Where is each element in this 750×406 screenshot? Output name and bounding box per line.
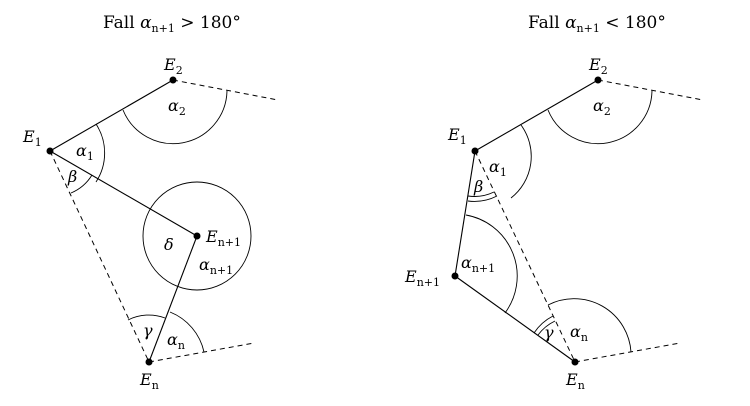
arc-alphan [547, 298, 632, 353]
right-title: Fall αn+1 < 180° [528, 13, 666, 35]
edge-e1-en1 [454, 150, 476, 277]
left-diagram: Fall αn+1 > 180° E1 E2 En+1 En α1 α2 β δ… [22, 13, 279, 392]
arc-beta-outer [467, 191, 495, 197]
label-en: En [139, 370, 159, 392]
arc-alphan [169, 311, 205, 353]
arc-beta-inner [467, 195, 498, 202]
label-en: En [565, 370, 585, 392]
arc-alpha2 [122, 90, 228, 145]
arc-gamma-inner [537, 320, 556, 336]
label-beta: β [67, 167, 77, 186]
arc-beta [70, 174, 93, 194]
extension-dashed-e2 [597, 79, 704, 101]
arc-gamma-outer [533, 315, 554, 334]
label-e1: E1 [447, 125, 467, 147]
label-alpha1: α1 [489, 157, 507, 179]
arc-alpha1 [510, 124, 532, 199]
label-e1: E1 [22, 127, 42, 149]
label-en1: En+1 [404, 267, 440, 289]
edge-e1-en1 [49, 150, 198, 237]
edge-en1-en [454, 275, 576, 363]
label-alphan: αn [570, 322, 588, 344]
label-alphan: αn [167, 330, 185, 352]
label-delta: δ [164, 235, 174, 254]
edge-e1-e2 [474, 79, 599, 152]
circle-delta-alphan1 [142, 181, 252, 291]
point-en1 [451, 272, 459, 280]
point-en [145, 358, 153, 366]
edge-en1-en [148, 235, 198, 363]
label-alpha2: α2 [168, 96, 186, 118]
label-alpha1: α1 [76, 141, 94, 163]
label-gamma: γ [544, 323, 554, 342]
point-e1 [46, 147, 54, 155]
point-e2 [169, 76, 177, 84]
diagonal-dashed-e1-en [474, 150, 576, 363]
label-beta: β [473, 177, 483, 196]
arc-alphan1 [465, 214, 518, 314]
right-diagram: Fall αn+1 < 180° E1 E2 En+1 En α1 α2 β α… [404, 13, 704, 392]
arc-alpha1 [95, 123, 106, 183]
label-alphan1: αn+1 [461, 253, 495, 275]
label-e2: E2 [588, 55, 608, 77]
edge-e1-e2 [49, 79, 174, 152]
label-alphan1: αn+1 [199, 255, 233, 277]
left-title: Fall αn+1 > 180° [103, 13, 241, 35]
arc-gamma [127, 314, 166, 321]
label-gamma: γ [143, 321, 153, 340]
label-alpha2: α2 [593, 96, 611, 118]
point-e1 [471, 147, 479, 155]
extension-dashed-e2 [172, 79, 279, 101]
point-en1 [193, 232, 201, 240]
extension-dashed-en [148, 342, 255, 363]
extension-dashed-en [574, 342, 681, 363]
label-e2: E2 [163, 55, 183, 77]
arc-alpha2 [547, 90, 653, 145]
point-e2 [594, 76, 602, 84]
point-en [571, 358, 579, 366]
diagonal-dashed-e1-en [49, 150, 150, 363]
label-en1: En+1 [205, 227, 241, 249]
